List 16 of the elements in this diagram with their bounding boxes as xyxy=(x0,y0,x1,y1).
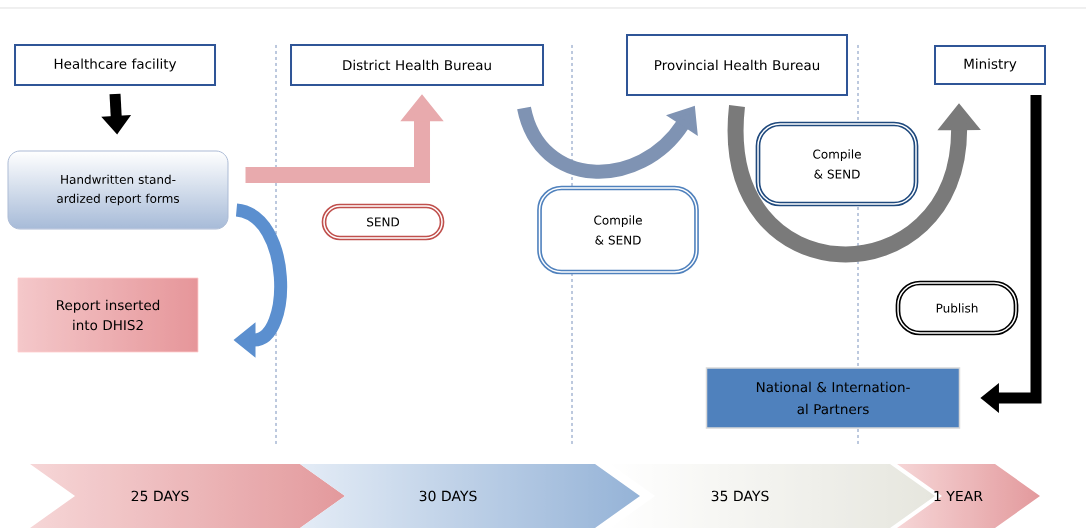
level-box: Provincial Health Bureau xyxy=(626,34,848,96)
process-box: Report inserted into DHIS2 xyxy=(17,277,199,353)
action-pill: SEND xyxy=(321,203,445,241)
timeline-chevron: 30 DAYS xyxy=(419,490,477,502)
level-box: District Health Bureau xyxy=(290,44,544,86)
action-pill: Publish xyxy=(895,280,1019,336)
process-box: Handwritten stand-ardized report forms xyxy=(7,150,229,230)
arrow xyxy=(517,105,698,179)
action-pill: Compile & SEND xyxy=(537,185,699,275)
timeline-chevron: 25 DAYS xyxy=(131,490,189,502)
action-pill: Compile & SEND xyxy=(755,121,919,207)
level-box: Ministry xyxy=(934,45,1046,85)
timeline-chevron: 35 DAYS xyxy=(711,490,769,502)
level-box: Healthcare facility xyxy=(14,44,216,86)
process-box: National & Internation-al Partners xyxy=(705,367,961,429)
timeline-chevron: 1 YEAR xyxy=(934,490,983,502)
